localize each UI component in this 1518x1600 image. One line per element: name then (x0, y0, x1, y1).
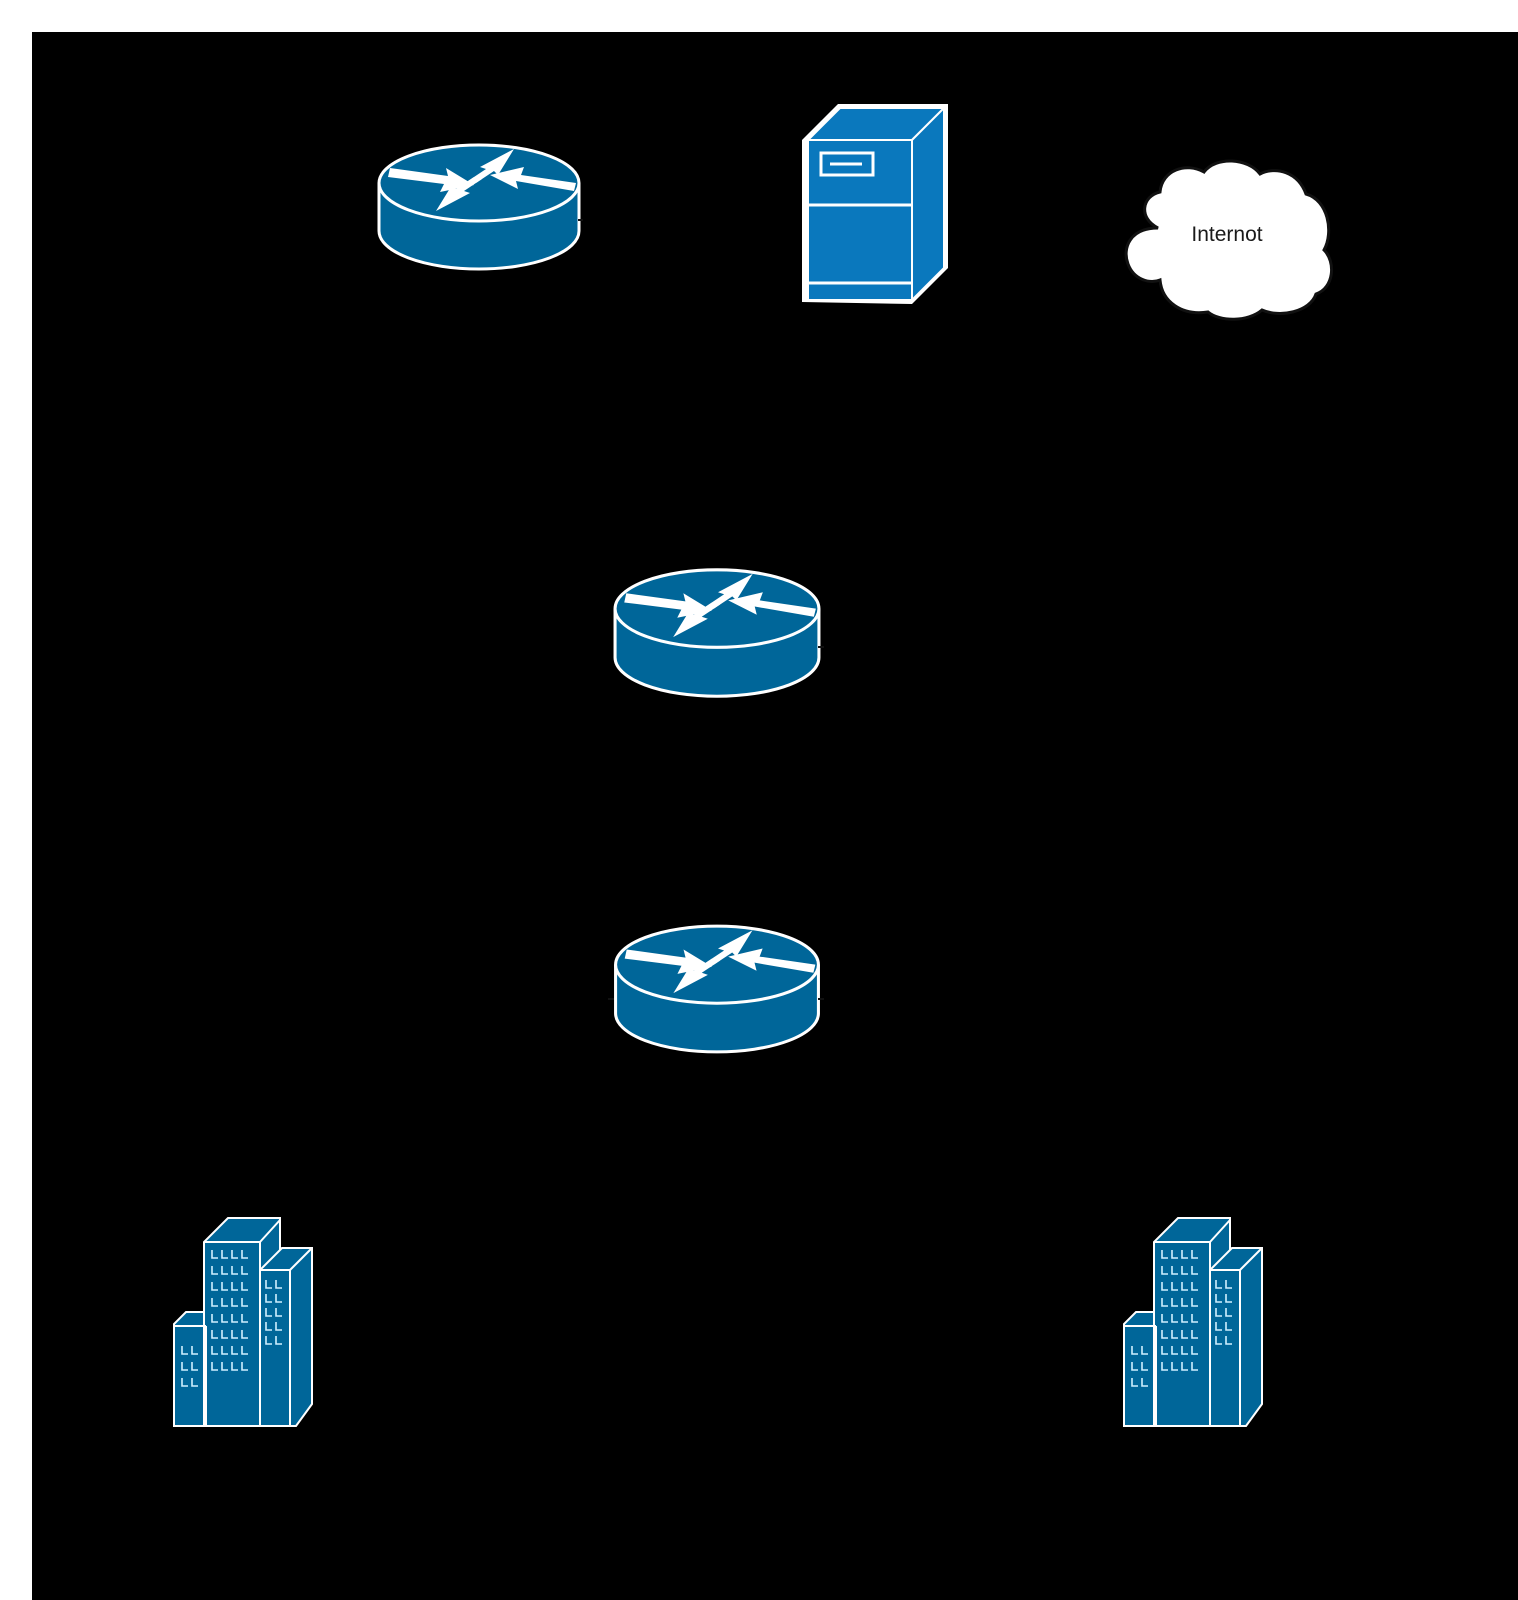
connector-stub (608, 998, 614, 1000)
server-icon (800, 102, 950, 307)
building-left-icon (172, 1214, 316, 1428)
window-grid (1131, 1250, 1232, 1387)
cloud-label: Internot (1191, 223, 1263, 246)
connector-stub (818, 646, 824, 648)
internet-cloud: Internot (1120, 156, 1334, 322)
window-grid (181, 1250, 282, 1387)
connector-stub (578, 219, 583, 221)
router-top-icon (376, 135, 582, 275)
connector-stub (818, 998, 824, 1000)
router-bottom-icon (612, 916, 822, 1058)
building-right-icon (1122, 1214, 1266, 1428)
router-middle-icon (612, 556, 822, 706)
